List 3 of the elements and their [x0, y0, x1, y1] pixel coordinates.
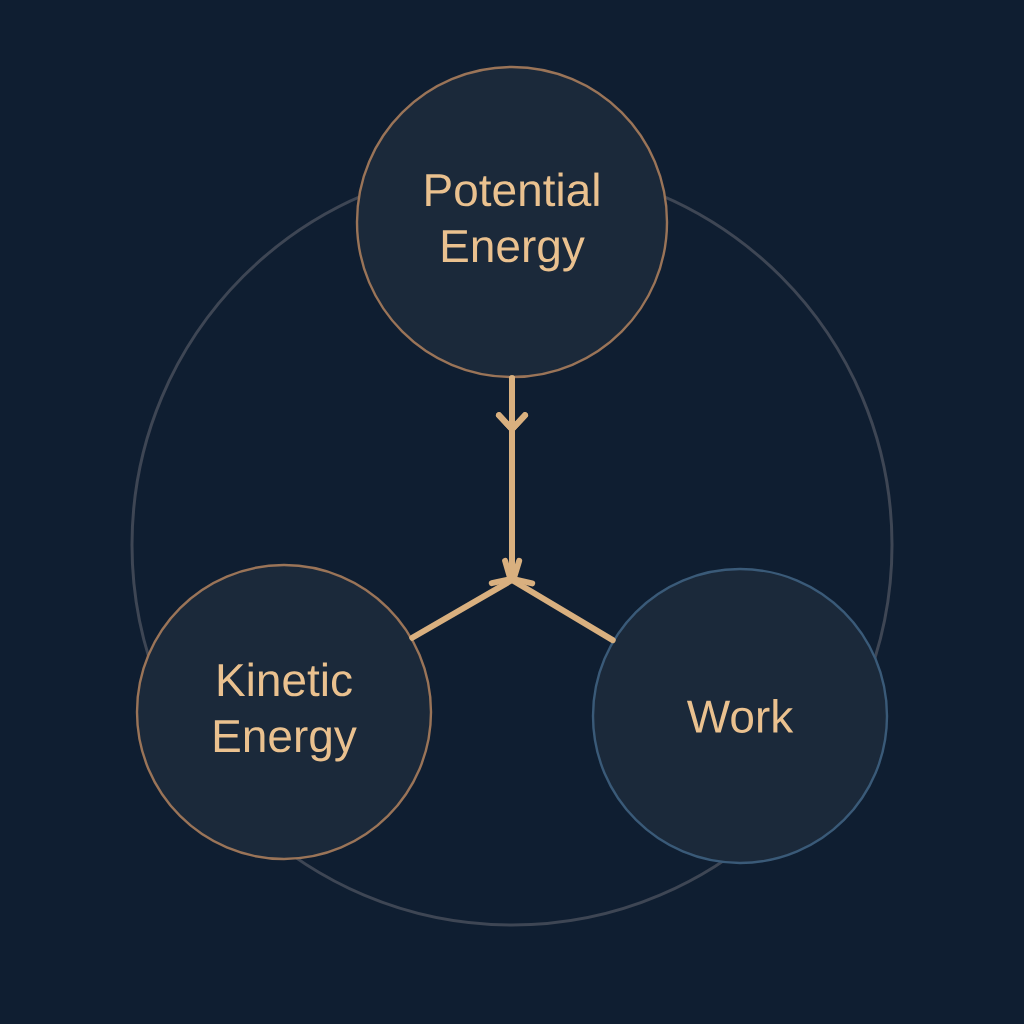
- circle-node: Potential Energy: [355, 65, 669, 379]
- circle-node: Kinetic Energy: [135, 563, 433, 861]
- circle-node: Work: [591, 567, 889, 865]
